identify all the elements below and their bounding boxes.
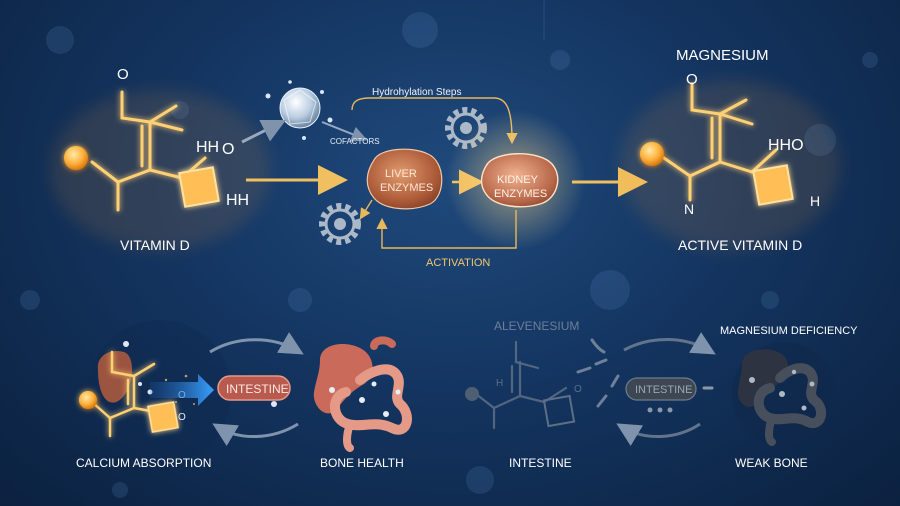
liver-enzymes-line1: LIVER [385,168,417,180]
hydroxylation-steps-label: Hydrohylation Steps [372,87,462,98]
liver-enzymes-blob [366,148,443,210]
right-hho: HHO [768,137,804,154]
faded-flow-arrow-bottom [616,422,701,447]
magnesium-crystal [265,80,333,140]
faded-intestine-pill [625,377,697,401]
vitamin-d-label: VITAMIN D [120,237,190,253]
kidney-enzymes-blob [480,153,559,208]
left-hh-bottom: HH [226,192,249,209]
faded-flow-arrow-top [623,332,716,355]
faded-intestine-label: INTESTINE [509,456,572,470]
intestine-pill-text: INTESTINE [226,382,289,396]
liver-feedback-arrow [359,199,373,220]
right-oxygen-top: O [686,71,698,88]
flow-arrow-top [209,332,304,355]
left-hh-top: HH [196,139,219,156]
calcium-oxygen-2: O [178,412,186,423]
broken-arrow [576,338,620,408]
magnesium-title: MAGNESIUM [676,47,769,64]
intestine-illustration [313,336,412,452]
faded-intestine-pill-text: INTESTINE [635,384,692,396]
weak-bone-label: WEAK BONE [735,456,808,470]
flow-arrow-bottom [212,422,299,447]
faded-ring [542,394,576,428]
bokeh-background [20,12,878,498]
faded-title: ALEVENESIUM [494,319,579,333]
absorption-arrow [150,374,214,406]
bone-health-label: BONE HEALTH [320,456,404,470]
cofactor-label: COFACTORS [330,137,380,146]
activation-loop [376,210,517,249]
faded-molecule [474,340,568,430]
arrow-to-crystal [241,119,287,144]
kidney-enzymes-line2: ENZYMES [494,188,547,200]
active-vitamin-d-molecule [620,80,840,250]
faded-atom [465,387,479,401]
calcium-molecule [79,341,179,438]
right-nitrogen: N [684,201,694,217]
calcium-absorption-label: CALCIUM ABSORPTION [76,456,211,470]
magnesium-deficiency-label: MAGNESIUM DEFICIENCY [720,325,858,337]
faded-hydrogen: H [496,378,503,389]
gear-icon [319,203,361,245]
right-hydrogen: H [810,193,820,209]
kidney-enzymes-line1: KIDNEY [497,174,539,186]
activation-label: ACTIVATION [426,257,490,269]
arrow-crystal-to-cofactor [321,121,368,142]
liver-enzymes-line2: ENZYMES [380,182,433,194]
left-oxygen-top: O [117,66,129,83]
vitamin-d-molecule [50,90,270,250]
left-oxygen-hydroxyl: O [222,141,234,158]
active-vitamin-d-label: ACTIVE VITAMIN D [678,237,802,253]
deficient-intestine-illustration [737,349,827,446]
faded-oxygen: O [574,384,582,395]
intestine-pill [217,375,291,401]
